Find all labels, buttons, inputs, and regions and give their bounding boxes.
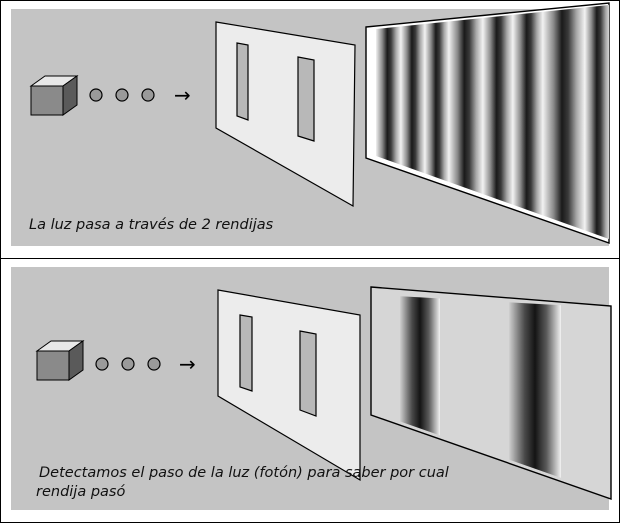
caption: La luz pasa a través de 2 rendijas (29, 217, 274, 233)
light-source (29, 75, 79, 116)
which-path-scene: → (11, 267, 612, 510)
panel-which-path: → Detectamos el paso de la luz (fotón) p… (0, 258, 620, 523)
double-slit-plate (217, 289, 361, 482)
slit-1 (236, 42, 249, 121)
direction-arrow: → (179, 352, 196, 376)
photon-dots (95, 357, 161, 371)
detection-screen (365, 2, 610, 244)
slit-2 (297, 56, 315, 142)
caption: Detectamos el paso de la luz (fotón) par… (36, 464, 449, 502)
slit-2 (299, 330, 317, 417)
slit-1 (239, 314, 253, 392)
panel-interference: → La luz pasa a través de 2 rendijas (0, 0, 620, 259)
interference-scene: → (11, 2, 610, 246)
double-slit-plate (215, 21, 356, 208)
caption-line-2: rendija pasó (36, 484, 126, 500)
direction-arrow: → (174, 83, 191, 107)
caption-line-1: Detectamos el paso de la luz (fotón) par… (39, 465, 449, 481)
photon-dots (89, 88, 155, 102)
interference-fringes (376, 5, 609, 239)
light-source (35, 340, 85, 381)
